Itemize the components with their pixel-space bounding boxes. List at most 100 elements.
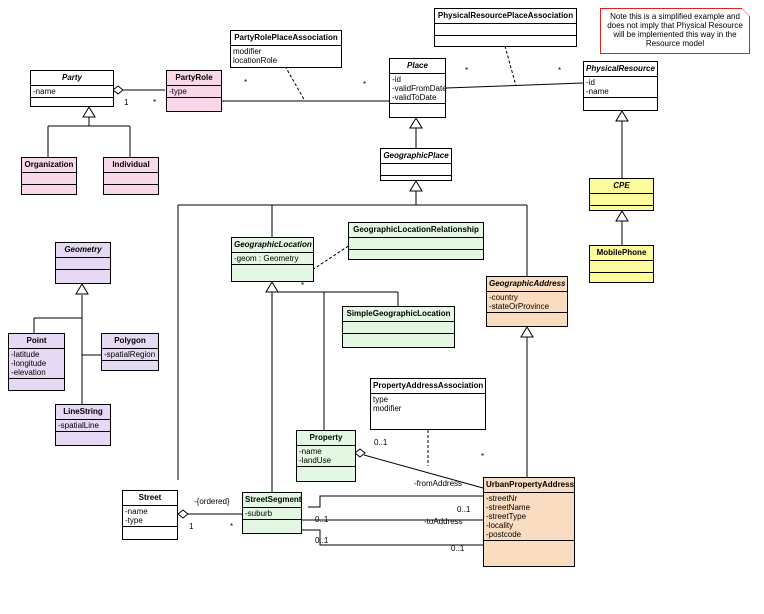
ordered-label: -{ordered} [194, 497, 230, 506]
class-street-segment-name: StreetSegment [243, 493, 301, 508]
class-urban-property-address[interactable]: UrbanPropertyAddress -streetNr -streetNa… [483, 477, 575, 567]
prpa-star-right: * [363, 80, 367, 89]
place-attr-valid-from: -validFromDate [392, 84, 447, 93]
paa-attr-type: type [373, 395, 389, 404]
street-attr-name: -name [125, 507, 148, 516]
upa-attr-street-name: -streetName [486, 503, 531, 512]
to-address-label: -toAddress [424, 517, 463, 526]
class-prpa-name: PartyRolePlaceAssociation [231, 31, 341, 46]
class-party[interactable]: Party -name [30, 70, 114, 107]
upa-attr-street-nr: -streetNr [486, 494, 518, 503]
note-line-3: will be implemented this way in the [613, 30, 737, 39]
street-segment-attr-suburb: -suburb [245, 509, 273, 518]
class-urban-property-address-name: UrbanPropertyAddress [484, 478, 574, 493]
class-simple-geographic-location[interactable]: SimpleGeographicLocation [342, 306, 455, 348]
class-party-name: Party [31, 71, 113, 86]
class-party-role-name: PartyRole [167, 71, 221, 86]
party-attr-name: -name [33, 87, 56, 96]
street-segment-mult-2: 0..1 [315, 536, 329, 545]
note-line-4: Resource model [645, 39, 705, 48]
class-street[interactable]: Street -name -type [122, 490, 178, 540]
from-address-label: -fromAddress [414, 479, 463, 488]
gl-rel-star: * [301, 281, 305, 290]
from-address-mult: 0..1 [457, 505, 471, 514]
property-mult: 0..1 [374, 438, 388, 447]
class-mobile-phone-name: MobilePhone [590, 246, 653, 261]
property-attr-land-use: -landUse [299, 456, 332, 465]
class-property[interactable]: Property -name -landUse [296, 430, 356, 482]
class-property-name: Property [297, 431, 355, 446]
class-street-segment[interactable]: StreetSegment -suburb [242, 492, 302, 534]
class-property-address-association[interactable]: PropertyAddressAssociation type modifier [370, 378, 486, 430]
physical-resource-attr-name: -name [586, 87, 609, 96]
prpa-star-left: * [244, 78, 248, 87]
geographic-location-attr-geom: -geom : Geometry [234, 254, 299, 263]
class-geographic-place[interactable]: GeographicPlace [380, 148, 452, 181]
note-line-2: does not imply that Physical Resource [607, 21, 743, 30]
physical-resource-attr-id: -id [586, 78, 595, 87]
party-role-attr-type: -type [169, 87, 187, 96]
class-geographic-place-name: GeographicPlace [381, 149, 451, 164]
class-individual-name: Individual [104, 158, 158, 173]
class-place-name: Place [390, 59, 445, 74]
class-polygon[interactable]: Polygon -spatialRegion [101, 333, 159, 371]
note-line-1: Note this is a simplified example and [610, 12, 740, 21]
class-cpe-name: CPE [590, 179, 653, 194]
polygon-attr-spatial-region: -spatialRegion [104, 350, 156, 359]
class-line-string[interactable]: LineString -spatialLine [55, 404, 111, 446]
class-street-name: Street [123, 491, 177, 506]
property-attr-name: -name [299, 447, 322, 456]
street-attr-type: -type [125, 516, 143, 525]
phys-star-right: * [558, 66, 562, 75]
upa-attr-street-type: -streetType [486, 512, 527, 521]
line-string-attr-spatial-line: -spatialLine [58, 421, 99, 430]
class-polygon-name: Polygon [102, 334, 158, 349]
party-role-mult-star: * [153, 98, 157, 107]
geographic-address-attr-country: -country [489, 293, 518, 302]
place-attr-valid-to: -validToDate [392, 93, 437, 102]
class-party-role[interactable]: PartyRole -type [166, 70, 222, 112]
class-prpla-name: PhysicalResourcePlaceAssociation [435, 9, 576, 24]
phys-star-left: * [465, 66, 469, 75]
class-paa-name: PropertyAddressAssociation [371, 379, 485, 394]
point-attr-latitude: -latitude [11, 350, 40, 359]
prpa-dashed-link [284, 65, 306, 102]
street-mult-1: 1 [189, 522, 194, 531]
street-segment-mult-1: 0..1 [315, 515, 329, 524]
class-individual[interactable]: Individual [103, 157, 159, 195]
point-attr-elevation: -elevation [11, 368, 46, 377]
class-geometry[interactable]: Geometry [55, 242, 111, 284]
class-point[interactable]: Point -latitude -longitude -elevation [8, 333, 65, 391]
simplification-note: Note this is a simplified example and do… [600, 8, 750, 54]
class-physical-resource[interactable]: PhysicalResource -id -name [583, 61, 658, 111]
property-upa-star: * [481, 452, 485, 461]
class-party-role-place-association[interactable]: PartyRolePlaceAssociation modifier locat… [230, 30, 342, 68]
upa-attr-postcode: -postcode [486, 530, 522, 539]
class-mobile-phone[interactable]: MobilePhone [589, 245, 654, 283]
class-physical-resource-name: PhysicalResource [584, 62, 657, 77]
point-attr-longitude: -longitude [11, 359, 47, 368]
class-place[interactable]: Place -id -validFromDate -validToDate [389, 58, 447, 118]
class-line-string-name: LineString [56, 405, 110, 420]
paa-attr-modifier: modifier [373, 404, 402, 413]
geographic-address-attr-state: -stateOrProvince [489, 302, 550, 311]
class-physical-resource-place-association[interactable]: PhysicalResourcePlaceAssociation [434, 8, 577, 47]
class-geographic-location-relationship[interactable]: GeographicLocationRelationship [348, 222, 484, 260]
party-mult-1: 1 [124, 98, 129, 107]
class-organization-name: Organization [22, 158, 76, 173]
class-cpe[interactable]: CPE [589, 178, 654, 211]
prpa-attr-modifier: modifier [233, 47, 262, 56]
class-organization[interactable]: Organization [21, 157, 77, 195]
phys-assoc-dashed-link [504, 45, 517, 87]
class-geographic-location[interactable]: GeographicLocation -geom : Geometry [231, 237, 314, 282]
class-geographic-location-name: GeographicLocation [232, 238, 313, 253]
class-geographic-address-name: GeographicAddress [487, 277, 567, 292]
class-geometry-name: Geometry [56, 243, 110, 258]
prpa-attr-location-role: locationRole [233, 56, 278, 65]
upa-mult-bottom: 0..1 [451, 544, 465, 553]
place-physres-link [445, 82, 584, 89]
place-attr-id: -id [392, 75, 401, 84]
class-point-name: Point [9, 334, 64, 349]
class-geographic-address[interactable]: GeographicAddress -country -stateOrProvi… [486, 276, 568, 327]
